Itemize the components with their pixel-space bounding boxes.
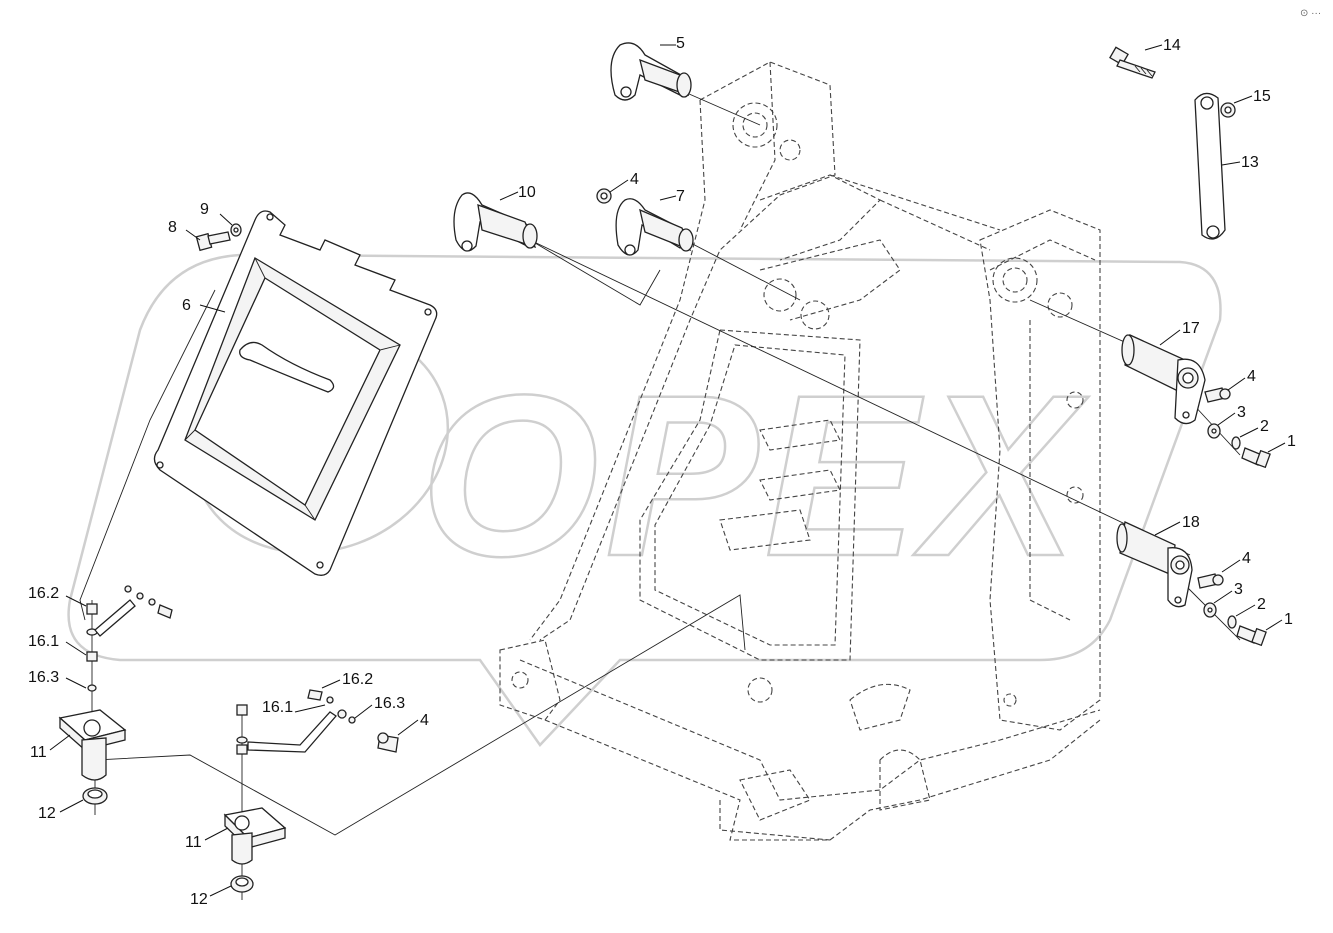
bushing-12-right [230,875,254,893]
callout-11-left: 11 [30,744,47,761]
callout-5: 5 [676,35,685,52]
callout-6: 6 [182,297,191,314]
callout-9: 9 [200,201,209,218]
grease-line-assembly-left [86,585,173,692]
bracket-pin-11-left [58,709,127,781]
bolt-1-lower [1236,625,1267,647]
callout-4-right-lower: 4 [1242,550,1251,567]
callout-16-2-left: 16.2 [28,585,59,602]
pin-18 [1116,521,1193,608]
grease-fitting-4-right-upper [1204,387,1231,403]
callout-4-bottom: 4 [420,712,429,729]
boom-frame [499,61,1101,841]
link-13 [1194,92,1226,240]
callout-13: 13 [1241,154,1259,171]
bolt-1-upper [1241,447,1271,469]
callout-2-upper: 2 [1260,418,1269,435]
bushing-12-left [82,787,108,805]
callout-12-left: 12 [38,805,56,822]
callout-8: 8 [168,219,177,236]
bolt-14 [1109,46,1156,79]
corner-mark: ⊙ ··· [1300,8,1321,19]
pin-17 [1121,334,1206,425]
callout-16-3-right: 16.3 [374,695,405,712]
callout-14: 14 [1163,37,1181,54]
grease-fitting-4-right-lower [1197,573,1224,589]
callout-1-upper: 1 [1287,433,1296,450]
callout-18: 18 [1182,514,1200,531]
grease-fitting-4-bottom [377,732,399,753]
watermark: OPEX [67,253,1222,747]
callout-16-1-right: 16.1 [262,699,293,716]
grease-fitting-4-top [596,188,612,204]
callout-11-right: 11 [185,834,202,851]
callout-17: 17 [1182,320,1200,337]
watermark-text: OPEX [420,347,1089,604]
callout-3-upper: 3 [1237,404,1246,421]
bracket-pin-11-right [223,807,287,865]
bolt-8 [195,231,231,252]
washer-3-lower [1203,602,1217,618]
callout-7: 7 [676,188,685,205]
pin-7 [615,198,694,256]
washer-9 [230,223,242,237]
callout-4-right-upper: 4 [1247,368,1256,385]
cover-plate-6 [153,210,438,576]
pin-5 [610,42,692,101]
callout-16-1-left: 16.1 [28,633,59,650]
grease-line-assembly-right [236,689,356,755]
watermark-outline [67,253,1222,747]
callouts: 5 14 15 13 4 7 10 9 8 6 17 4 3 2 1 18 4 [28,35,1296,908]
callout-3-lower: 3 [1234,581,1243,598]
pin-10 [453,192,538,252]
callout-15: 15 [1253,88,1271,105]
callout-1-lower: 1 [1284,611,1293,628]
callout-12-right: 12 [190,891,208,908]
callout-2-lower: 2 [1257,596,1266,613]
washer-3-upper [1207,423,1221,439]
callout-10: 10 [518,184,536,201]
callout-16-3-left: 16.3 [28,669,59,686]
lockwasher-2-upper [1231,436,1241,450]
callout-4-top: 4 [630,171,639,188]
nut-15 [1220,102,1236,118]
callout-16-2-right: 16.2 [342,671,373,688]
lockwasher-2-lower [1227,615,1237,629]
